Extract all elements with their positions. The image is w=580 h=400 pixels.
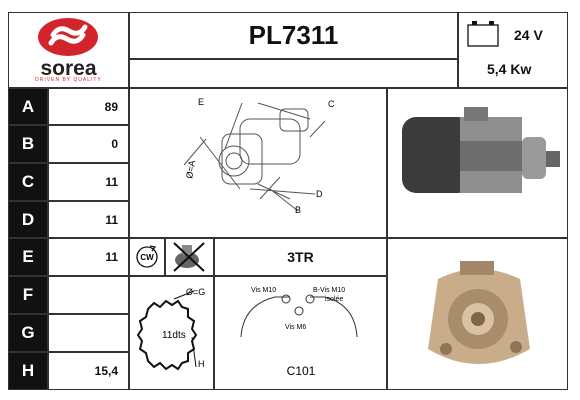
row-value-h: 15,4 <box>48 352 129 390</box>
starter-side-image <box>402 107 560 193</box>
power-value: 5,4 Kw <box>487 61 532 77</box>
mount-diagram: Vis M10 B-Vis M10 isolée Vis M6 C101 <box>214 276 387 390</box>
row-label-h: H <box>8 352 48 390</box>
mount-vis-m10: Vis M10 <box>251 287 276 294</box>
row-value-d: 11 <box>48 201 129 238</box>
mount-type: 3TR <box>214 238 387 276</box>
mount-code: C101 <box>287 364 316 378</box>
row-label-c: C <box>8 163 48 201</box>
crossed-solenoid-icon <box>173 242 205 272</box>
row-value-g <box>48 314 129 352</box>
brand-name: sorea <box>40 57 97 80</box>
dimension-drawing: E C Ø=A D B <box>129 88 387 238</box>
row-value-e: 11 <box>48 238 129 276</box>
row-value-b: 0 <box>48 125 129 163</box>
row-label-f: F <box>8 276 48 314</box>
row-label-g: G <box>8 314 48 352</box>
dim-label-d: D <box>316 189 323 199</box>
clockwise-icon: CW <box>136 245 158 268</box>
starter-front-photo <box>387 238 568 390</box>
row-value-a: 89 <box>48 88 129 125</box>
gear-label-h: H <box>198 359 205 369</box>
header-blank <box>129 59 458 88</box>
row-value-c: 11 <box>48 163 129 201</box>
mount-flange-icon: Vis M10 B-Vis M10 isolée Vis M6 C101 <box>240 287 358 378</box>
row-label-b: B <box>8 125 48 163</box>
gear-teeth: 11dts <box>162 330 186 341</box>
voltage-cell: 24 V 5,4 Kw <box>458 12 568 88</box>
brand-tagline: DRIVEN BY QUALITY <box>35 77 102 83</box>
row-label-a: A <box>8 88 48 125</box>
mount-b-vis: B-Vis M10 <box>313 287 345 294</box>
part-number: PL7311 <box>129 12 458 59</box>
dim-label-b: B <box>295 205 301 215</box>
dim-label-a: Ø=A <box>184 160 197 180</box>
no-solenoid-cell <box>165 238 214 276</box>
rotation-cell: CW <box>129 238 165 276</box>
sorea-logo-icon <box>38 18 98 56</box>
row-label-e: E <box>8 238 48 276</box>
battery-icon <box>467 21 499 47</box>
pinion-gear-icon: 11dts Ø=G H <box>136 287 205 371</box>
starter-photo <box>387 88 568 238</box>
dim-label-c: C <box>328 99 335 109</box>
logo-cell: sorea DRIVEN BY QUALITY <box>8 12 129 88</box>
row-label-d: D <box>8 201 48 238</box>
voltage-value: 24 V <box>514 27 543 43</box>
gear-label-g: Ø=G <box>186 287 205 297</box>
dim-label-e: E <box>198 97 204 107</box>
gear-drawing: 11dts Ø=G H <box>129 276 214 390</box>
mount-isolee: isolée <box>325 296 343 303</box>
starter-front-image <box>428 261 530 364</box>
starter-outline-icon: E C Ø=A D B <box>183 97 335 215</box>
mount-vis-m6: Vis M6 <box>285 324 306 331</box>
rotation-label: CW <box>140 253 154 262</box>
row-value-f <box>48 276 129 314</box>
